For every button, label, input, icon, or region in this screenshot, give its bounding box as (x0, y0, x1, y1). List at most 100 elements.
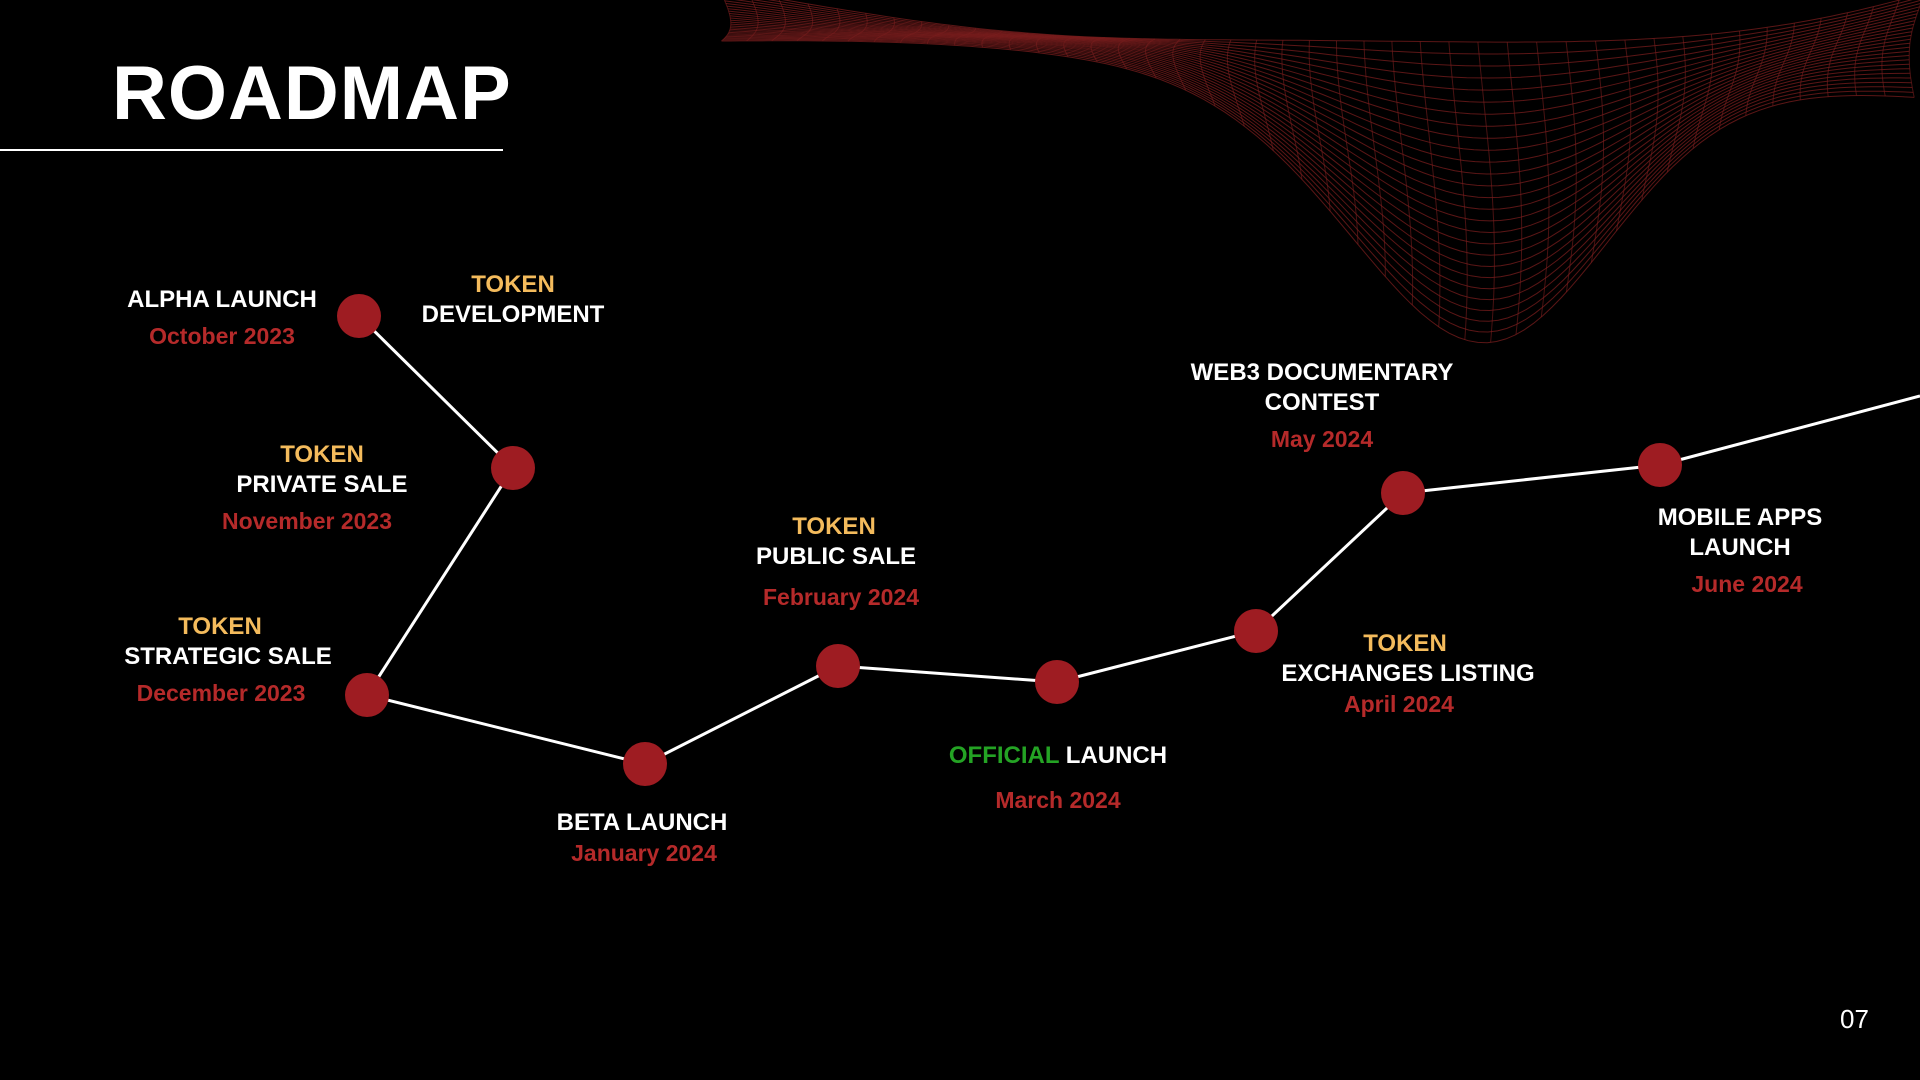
wave-mesh-line (821, 8, 841, 42)
milestone-label-web3-contest: WEB3 DOCUMENTARY CONTEST May 2024 (1172, 358, 1472, 454)
connector-line (1056, 629, 1257, 684)
wave-mesh-line (1854, 6, 1874, 96)
wave-mesh-line (1254, 39, 1274, 151)
milestone-node-exchanges (1234, 609, 1278, 653)
milestone-title: STRATEGIC SALE (124, 643, 332, 670)
wave-mesh-line (1391, 41, 1414, 306)
milestone-label-token-development: TOKEN DEVELOPMENT (403, 270, 623, 330)
wave-mesh-line (1506, 42, 1523, 335)
connector-line (837, 664, 1058, 684)
milestone-node-alpha (337, 294, 381, 338)
wave-mesh-line (771, 0, 786, 42)
wave-mesh-line (873, 17, 895, 43)
milestone-label-exchanges: TOKEN EXCHANGES LISTING April 2024 (1268, 629, 1548, 719)
wave-mesh-line (1772, 23, 1795, 106)
wave-mesh-line (1008, 32, 1029, 50)
wave-mesh-line (1145, 38, 1157, 79)
wave-mesh-line (1363, 40, 1386, 277)
connector-line (365, 467, 515, 696)
milestone-node-token-development (491, 446, 535, 490)
milestone-token-tag: TOKEN (178, 613, 262, 640)
milestone-date: February 2024 (763, 584, 919, 610)
connector-line (1254, 491, 1405, 633)
wave-mesh-line (1336, 40, 1359, 245)
connector-line (1402, 463, 1661, 495)
milestone-title: DEVELOPMENT (421, 301, 605, 328)
wave-mesh-line (926, 25, 950, 44)
milestone-node-public (816, 644, 860, 688)
milestone-date: November 2023 (221, 508, 393, 534)
milestone-label-mobile-apps: MOBILE APPS LAUNCH June 2024 (1620, 503, 1860, 599)
milestone-title: ALPHA LAUNCH (127, 286, 317, 313)
wave-mesh-line (1536, 41, 1550, 318)
milestone-node-strategic (345, 673, 389, 717)
milestone-token-tag: TOKEN (1363, 630, 1447, 657)
wave-mesh-line (900, 21, 923, 43)
wave-mesh-line (1226, 39, 1245, 127)
wave-mesh-line (1908, 4, 1920, 98)
milestone-date: June 2024 (1691, 571, 1803, 597)
milestone-token-tag: TOKEN (471, 271, 555, 298)
wave-mesh-line (746, 0, 759, 42)
milestone-label-alpha: ALPHA LAUNCH October 2023 (112, 285, 332, 351)
milestone-title: MOBILE APPS (1657, 504, 1823, 531)
wave-mesh-line (1090, 37, 1105, 63)
milestone-node-web3 (1381, 471, 1425, 515)
connector-line (644, 664, 839, 766)
milestone-title-line2: LAUNCH (1689, 534, 1791, 561)
milestone-title: PUBLIC SALE (755, 543, 916, 570)
milestone-token-tag: TOKEN (792, 513, 876, 540)
milestone-node-mobile (1638, 443, 1682, 487)
milestone-title: PRIVATE SALE (236, 471, 408, 498)
wave-mesh-line (1199, 39, 1216, 107)
milestone-date: March 2024 (995, 787, 1121, 813)
milestone-label-public-sale: TOKEN PUBLIC SALE February 2024 (726, 512, 946, 612)
official-highlight: OFFICIAL (948, 742, 1060, 769)
milestone-label-beta: BETA LAUNCH January 2024 (532, 808, 752, 868)
page-number: 07 (1840, 1004, 1869, 1034)
connector-line (366, 693, 646, 766)
milestone-label-strategic-sale: TOKEN STRATEGIC SALE December 2023 (108, 612, 348, 708)
milestone-label-official-launch: OFFICIAL LAUNCH March 2024 (928, 741, 1188, 815)
wave-mesh-line (1565, 41, 1577, 293)
wave-mesh-line (796, 3, 814, 42)
milestone-date: April 2024 (1344, 691, 1454, 717)
title-underline (0, 149, 503, 151)
milestone-token-tag: TOKEN (280, 441, 364, 468)
milestone-date: December 2023 (136, 680, 306, 706)
wave-mesh-line (721, 0, 732, 42)
milestone-node-official (1035, 660, 1079, 704)
milestone-title: BETA LAUNCH (556, 809, 728, 836)
launch-word: LAUNCH (1059, 742, 1168, 769)
wave-mesh-line (1692, 34, 1714, 149)
wave-mesh-line (1477, 41, 1495, 343)
wave-mesh-line (1666, 36, 1686, 173)
wave-mesh-line (1718, 30, 1741, 130)
milestone-date: October 2023 (149, 323, 295, 349)
milestone-date: May 2024 (1270, 426, 1374, 452)
wave-mesh-line (1590, 40, 1604, 263)
milestone-title-line2: CONTEST (1264, 389, 1380, 416)
milestone-title: OFFICIAL LAUNCH (928, 741, 1188, 771)
wave-mesh-line (981, 30, 1003, 48)
milestone-title: WEB3 DOCUMENTARY (1190, 359, 1454, 386)
connector-line (1659, 394, 1920, 467)
wave-mesh-line (1616, 39, 1632, 231)
milestone-label-private-sale: TOKEN PRIVATE SALE November 2023 (212, 440, 432, 536)
wave-mesh-line (1117, 37, 1131, 70)
wave-mesh-line (1172, 39, 1187, 91)
wave-mesh-line (1419, 41, 1441, 327)
milestone-title: EXCHANGES LISTING (1281, 660, 1535, 687)
milestone-node-beta (623, 742, 667, 786)
wave-mesh-line (1036, 34, 1055, 54)
wave-mesh-line (1063, 35, 1080, 58)
wave-mesh-line (1281, 40, 1303, 180)
connector-line (357, 314, 515, 470)
page-title: ROADMAP (112, 51, 512, 136)
wave-mesh-line (847, 13, 868, 42)
wave-mesh-line (1799, 18, 1822, 100)
wave-mesh-line (1826, 12, 1848, 97)
